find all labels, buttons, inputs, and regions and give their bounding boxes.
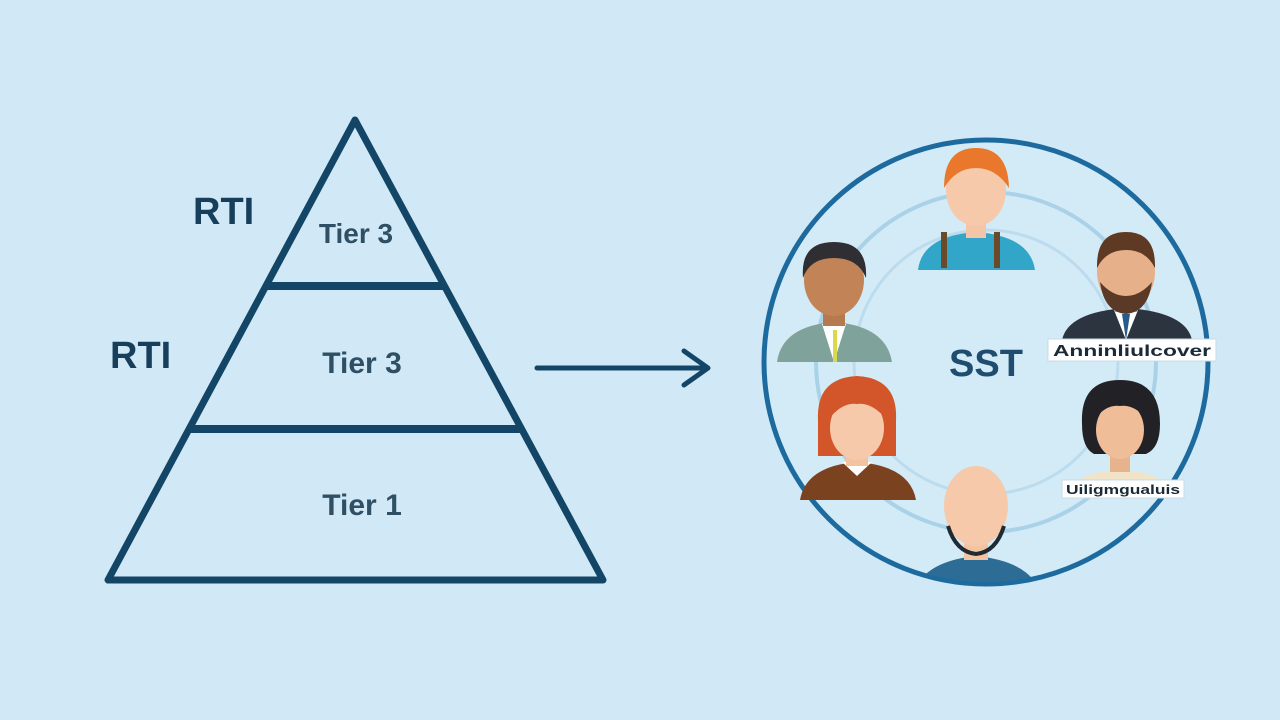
sst-team-circle: SST [761, 137, 1217, 587]
rti-label-top: RTI [193, 191, 254, 233]
tier-top-label: Tier 3 [319, 218, 393, 249]
person-beard-suit-icon [1062, 232, 1192, 340]
svg-text:Uiligmgualuis: Uiligmgualuis [1066, 482, 1180, 497]
person-orange-hair-icon [918, 148, 1035, 270]
sst-label: SST [949, 343, 1023, 385]
pyramid-outline [104, 116, 607, 584]
person-red-hair-icon [800, 376, 916, 500]
rti-pyramid: Tier 3 Tier 3 Tier 1 RTI RTI [104, 116, 607, 584]
rti-label-middle: RTI [110, 335, 171, 377]
person-dark-hair-icon [777, 242, 892, 362]
role-tag-upper-right: Anninliulcover [1047, 338, 1217, 362]
svg-text:Anninliulcover: Anninliulcover [1053, 343, 1211, 360]
person-bald-icon [912, 466, 1042, 582]
tier-middle-label: Tier 3 [322, 347, 402, 380]
tier-bottom-label: Tier 1 [322, 489, 402, 522]
role-tag-lower-right: Uiligmgualuis [1061, 479, 1185, 499]
arrow [534, 348, 711, 388]
